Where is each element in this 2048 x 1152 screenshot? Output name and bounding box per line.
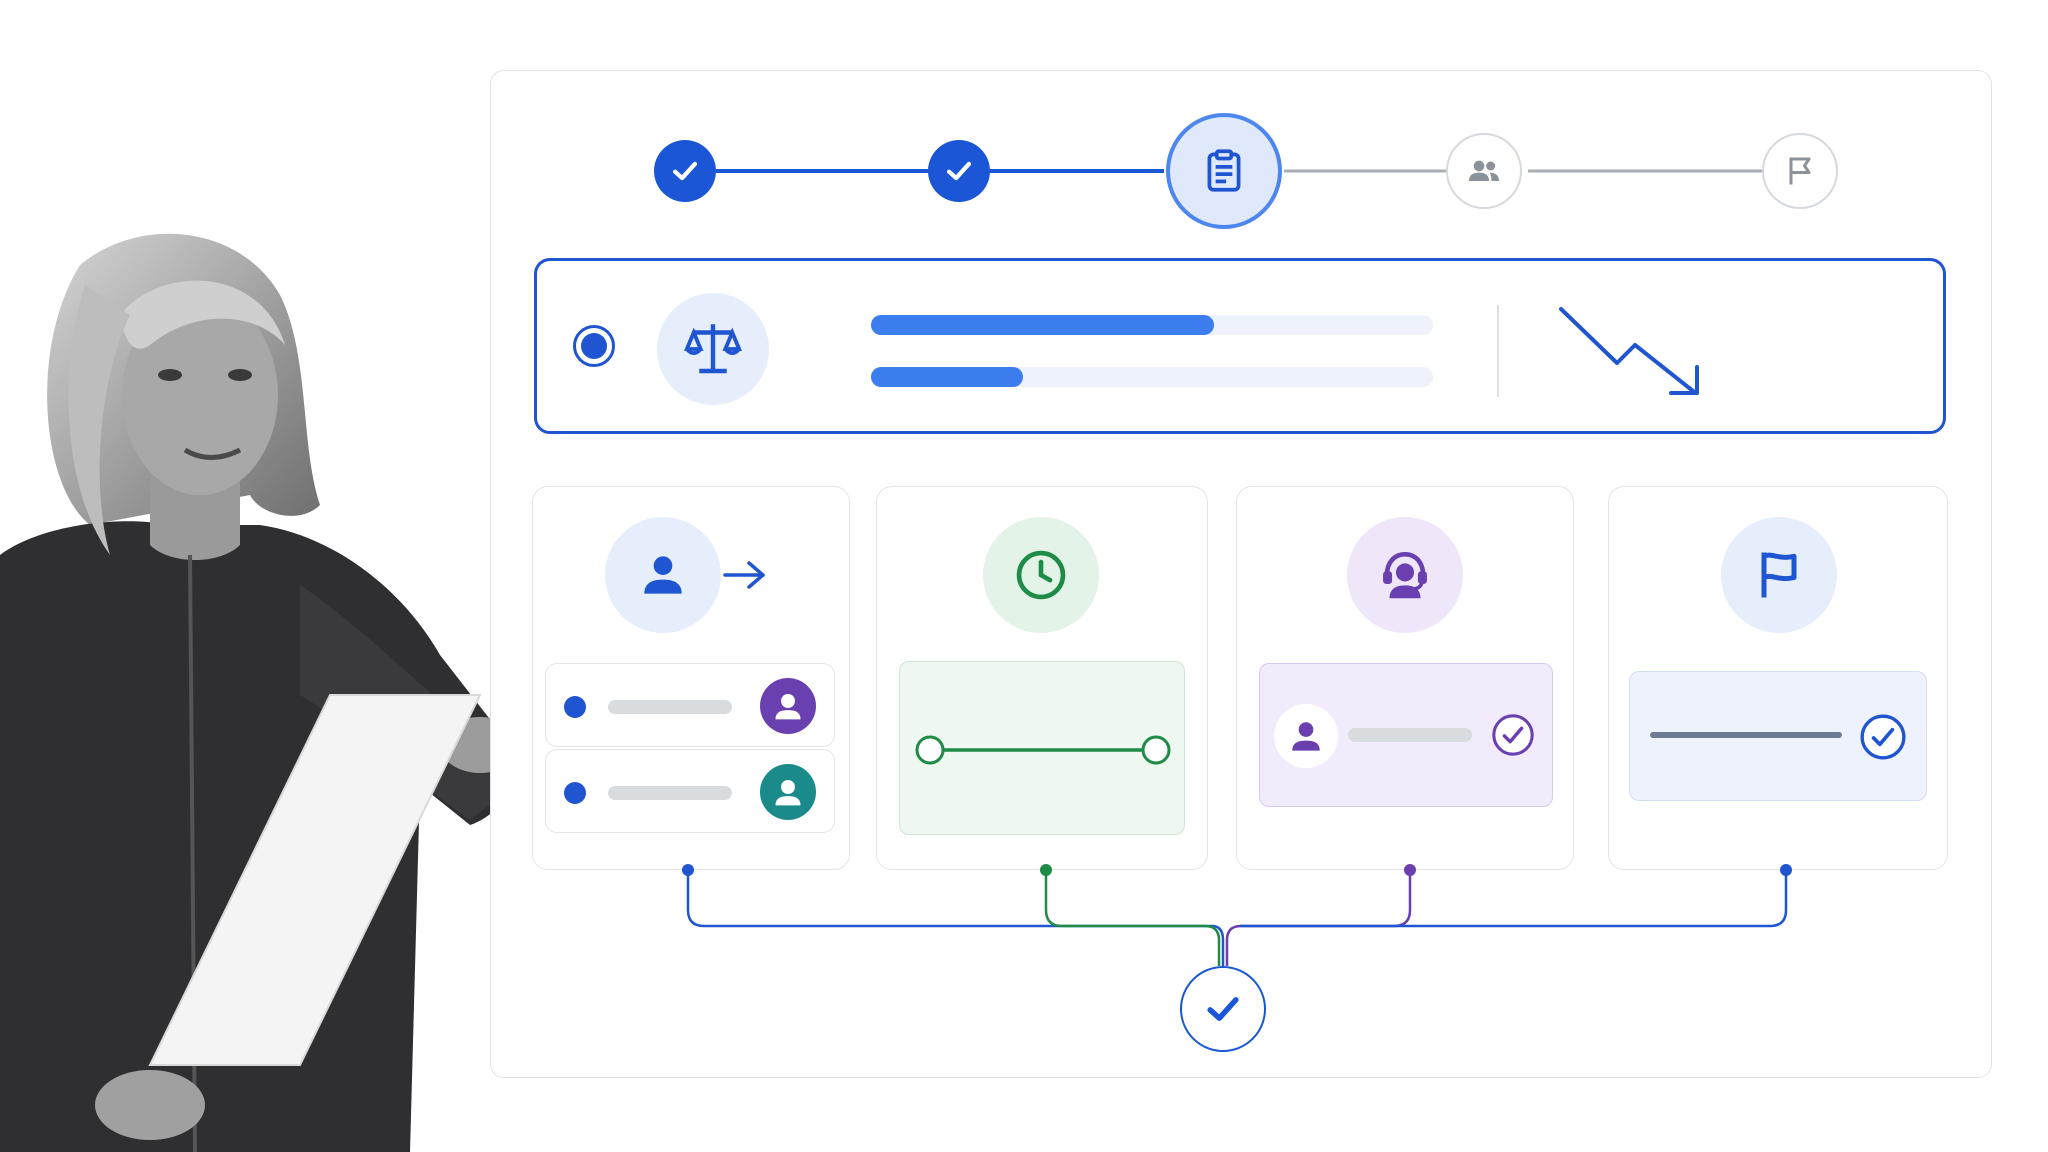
step-4-pending[interactable] bbox=[1446, 133, 1522, 209]
progress-bar-2 bbox=[871, 367, 1433, 387]
support-agent-icon bbox=[1383, 552, 1427, 599]
stage-card-support[interactable] bbox=[1236, 486, 1574, 870]
flag-icon bbox=[1761, 552, 1797, 598]
user-icon bbox=[1292, 722, 1320, 751]
stage-card-timeline[interactable] bbox=[876, 486, 1208, 870]
clipboard-icon bbox=[1207, 149, 1241, 192]
placeholder-line bbox=[1348, 728, 1472, 742]
support-agent-icon-badge bbox=[1347, 517, 1463, 633]
step-5-pending[interactable] bbox=[1762, 133, 1838, 209]
timeline-box bbox=[899, 661, 1185, 835]
check-icon bbox=[946, 161, 972, 181]
progress-bar-1 bbox=[871, 315, 1433, 335]
flag-icon bbox=[1789, 157, 1811, 185]
completion-line bbox=[1650, 732, 1842, 738]
check-icon bbox=[1207, 997, 1239, 1021]
criteria-radio-selected[interactable] bbox=[573, 325, 615, 367]
timeline-range-icon bbox=[915, 735, 1171, 765]
final-approval-check[interactable] bbox=[1180, 966, 1266, 1052]
people-icon bbox=[1469, 160, 1499, 181]
criteria-card[interactable] bbox=[534, 258, 1946, 434]
check-circle-icon bbox=[1860, 714, 1906, 760]
stage-card-assign[interactable] bbox=[532, 486, 850, 870]
step-3-current[interactable] bbox=[1166, 113, 1282, 229]
user-icon bbox=[775, 780, 801, 806]
placeholder-line bbox=[608, 700, 732, 714]
user-icon bbox=[644, 556, 682, 594]
clock-icon bbox=[1016, 550, 1066, 600]
user-forward-icon-badge bbox=[605, 517, 721, 633]
list-item[interactable] bbox=[545, 749, 835, 833]
person-presenting-illustration bbox=[0, 233, 520, 1152]
list-item[interactable] bbox=[545, 663, 835, 747]
check-circle-icon bbox=[1492, 714, 1534, 756]
agent-assignment-box bbox=[1259, 663, 1553, 807]
placeholder-line bbox=[608, 786, 732, 800]
trending-down-arrow-icon bbox=[1559, 307, 1699, 395]
divider bbox=[1497, 305, 1499, 397]
step-1-completed[interactable] bbox=[654, 140, 716, 202]
clock-icon-badge bbox=[983, 517, 1099, 633]
balance-scale-icon bbox=[683, 324, 743, 374]
step-2-completed[interactable] bbox=[928, 140, 990, 202]
arrow-right-icon bbox=[723, 561, 765, 589]
avatar bbox=[1274, 704, 1338, 768]
completion-box bbox=[1629, 671, 1927, 801]
stage-card-finish[interactable] bbox=[1608, 486, 1948, 870]
flag-icon-badge bbox=[1721, 517, 1837, 633]
avatar bbox=[760, 678, 816, 734]
avatar bbox=[760, 764, 816, 820]
status-dot bbox=[564, 696, 586, 718]
check-icon bbox=[672, 161, 698, 181]
user-icon bbox=[775, 694, 801, 720]
balance-scale-icon-badge bbox=[657, 293, 769, 405]
status-dot bbox=[564, 782, 586, 804]
